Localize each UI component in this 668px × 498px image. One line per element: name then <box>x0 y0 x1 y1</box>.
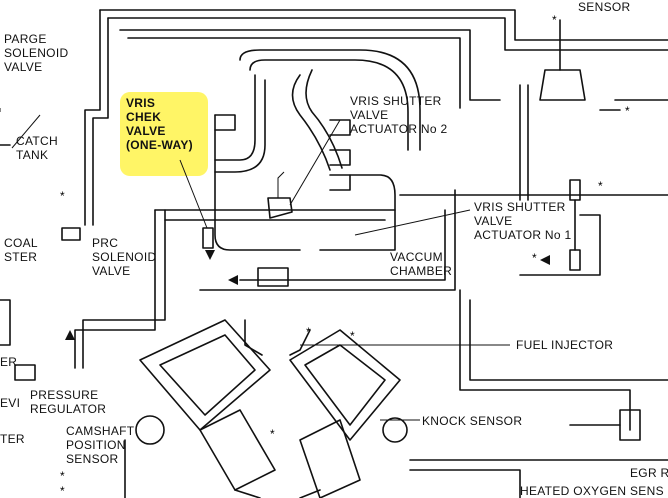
vacuum-line-to-actuator1-b <box>239 209 446 281</box>
pressure-regulator-body <box>14 364 36 381</box>
plenum-body-right <box>319 174 396 251</box>
asterisk-mark: * <box>350 329 355 343</box>
asterisk-mark: * <box>60 189 65 203</box>
label-knock-sensor: KNOCK SENSOR <box>422 414 523 428</box>
plenum-rib-1 <box>214 114 236 131</box>
vaccum-chamber-box <box>257 267 289 287</box>
plenum-rib-3 <box>329 149 351 166</box>
egr-valve <box>619 409 641 441</box>
label-vris-actuator-2: VRIS SHUTTER VALVE ACTUATOR No 2 <box>350 94 448 136</box>
engine-left-bank <box>139 319 271 431</box>
hose-top-inner <box>107 17 668 51</box>
intake-duct-center <box>291 74 331 171</box>
cam-pulley <box>135 415 165 445</box>
actuator-1-body-b <box>569 249 581 271</box>
check-valve-symbol <box>202 227 214 249</box>
left-edge-tank <box>0 299 11 346</box>
label-parge-solenoid-valve: PARGE SOLENOID VALVE <box>4 32 69 74</box>
engine-left-bank-inner <box>159 334 256 416</box>
actuator-2-leader <box>289 119 341 206</box>
asterisk-mark: * <box>270 427 275 441</box>
label-left-partial-1: ER <box>0 355 18 369</box>
plenum-body <box>214 114 301 251</box>
asterisk-mark: * <box>60 469 65 483</box>
hose-upper-loop <box>119 29 501 101</box>
engine-right-bank <box>289 329 401 441</box>
asterisk-mark: * <box>306 325 311 339</box>
vacuum-loop-inner <box>82 209 166 369</box>
label-coal: COAL STER <box>4 236 38 264</box>
intake-duct-left <box>214 74 256 161</box>
label-left-partial-2: EVI <box>0 396 21 410</box>
crank-case <box>234 489 321 498</box>
intake-outline-1 <box>239 49 421 151</box>
asterisk-mark: * <box>598 179 603 193</box>
actuator-1-feed <box>519 214 601 276</box>
engine-right-bank-inner <box>304 344 386 426</box>
label-left-partial-3: TER <box>0 432 25 446</box>
prc-valve-body <box>61 227 81 241</box>
flow-arrow-1 <box>228 275 238 285</box>
label-egr: EGR RE <box>630 466 668 480</box>
actuator-1-body <box>569 179 581 201</box>
cam-pulley-right <box>382 417 408 443</box>
label-pressure-regulator: PRESSURE REGULATOR <box>30 388 107 416</box>
flow-arrow-2 <box>540 255 550 265</box>
asterisk-mark: * <box>60 484 65 498</box>
actuator-2-rod <box>277 171 285 198</box>
hose-top-outer <box>99 9 668 41</box>
injector-left <box>244 319 263 356</box>
label-prc-solenoid-valve: PRC SOLENOID VALVE <box>92 236 157 278</box>
asterisk-mark: * <box>552 13 557 27</box>
vris-check-valve-highlight <box>120 92 208 176</box>
label-camshaft-position-sensor: CAMSHAFT POSITION SENSOR <box>66 424 135 466</box>
label-catch-tank: CATCH TANK <box>16 134 58 162</box>
label-vris-actuator-1: VRIS SHUTTER VALVE ACTUATOR No 1 <box>474 200 572 242</box>
vacuum-loop-outer <box>74 209 156 369</box>
label-vris-chek-valve: VRIS CHEK VALVE (ONE-WAY) <box>126 96 193 152</box>
hose-left-inner <box>92 17 109 226</box>
actuator-2-body <box>267 197 293 219</box>
plenum-rib-4 <box>329 174 351 191</box>
actuator-1-leader <box>354 209 471 236</box>
flow-arrow-3 <box>65 330 75 340</box>
hose-upper-loop-2 <box>127 37 461 109</box>
right-long-hose <box>459 289 631 431</box>
asterisk-mark: * <box>625 104 630 118</box>
label-heated-oxygen-sensor: HEATED OXYGEN SENS <box>520 484 664 498</box>
intake-duct-left-2 <box>214 79 266 173</box>
catch-tank-leader <box>11 114 41 149</box>
label-vaccum-chamber: VACCUM CHAMBER <box>390 250 453 278</box>
label-sensor: SENSOR <box>578 0 631 14</box>
sensor-body <box>539 69 586 101</box>
hose-left-outer <box>84 9 101 226</box>
vacuum-line-mid <box>199 189 456 291</box>
check-valve-leader <box>179 159 208 229</box>
asterisk-mark: * <box>532 251 537 265</box>
injector-right <box>289 329 311 356</box>
intake-outline-2 <box>249 59 409 151</box>
right-long-hose-2 <box>469 299 668 381</box>
label-fuel-injector: FUEL INJECTOR <box>516 338 614 352</box>
cylinder-left <box>199 409 276 491</box>
cylinder-right <box>299 419 361 498</box>
heated-o2-line <box>409 469 521 498</box>
flow-arrow-4 <box>205 250 215 260</box>
